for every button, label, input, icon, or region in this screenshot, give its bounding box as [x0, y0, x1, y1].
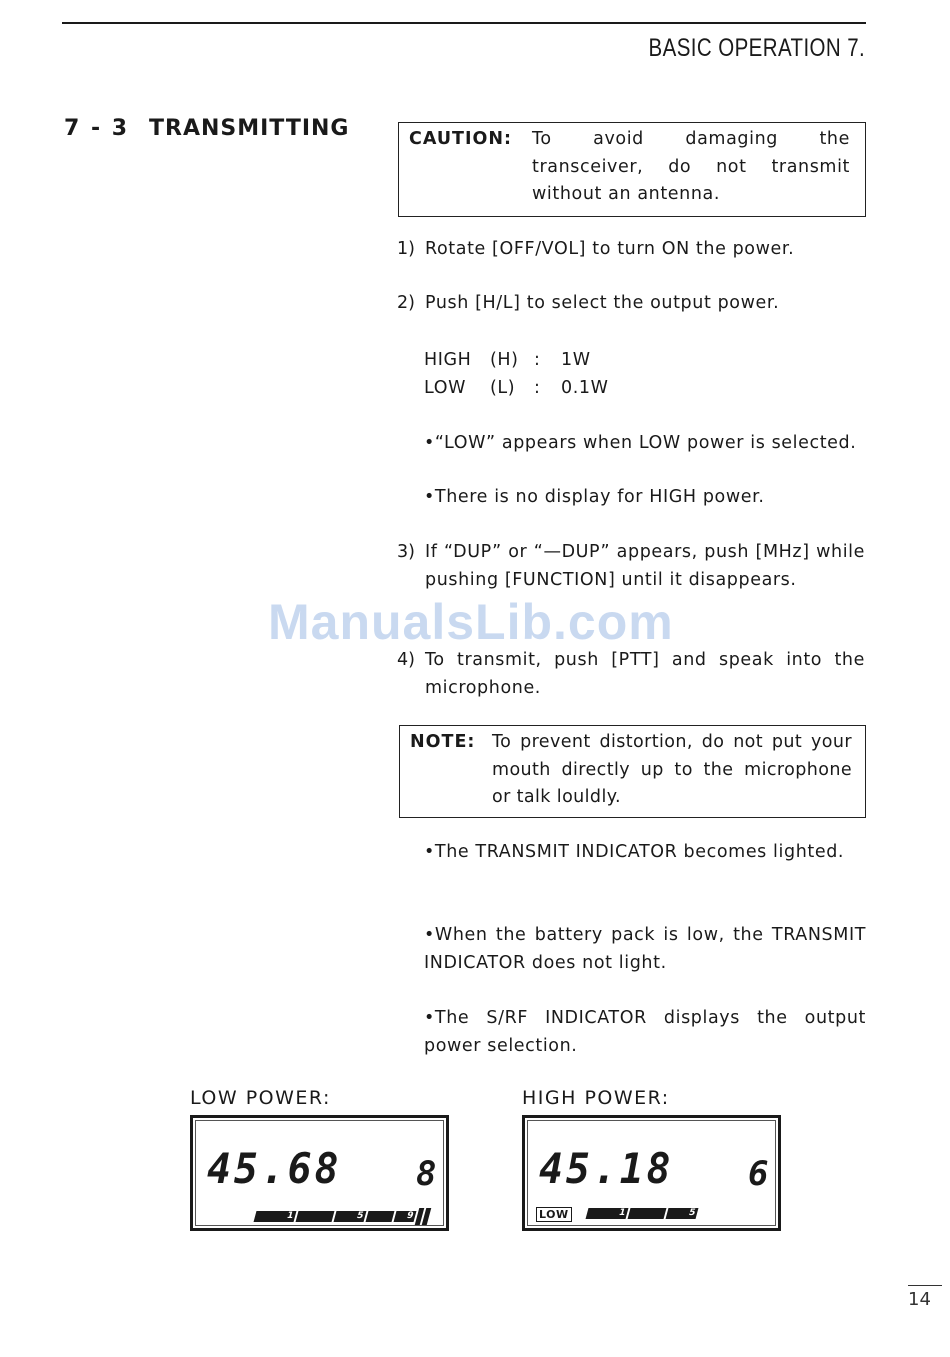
s-rf-meter: 1 5	[585, 1208, 699, 1219]
step-4-text: To transmit, push [PTT] and speak into t…	[425, 650, 865, 698]
meter-segment-5: 5	[333, 1211, 367, 1222]
power-row-low-name: LOW	[424, 378, 467, 398]
header-rule	[62, 22, 866, 24]
meter-segment-2	[295, 1211, 335, 1222]
section-number: 7 - 3	[64, 116, 130, 141]
tx-bullet-indicator: •The TRANSMIT INDICATOR becomes lighted.	[424, 842, 845, 862]
step-3-number: 3)	[397, 542, 415, 562]
power-row-high-name: HIGH	[424, 350, 472, 370]
tx-bullet-battery: •When the battery pack is low, the TRANS…	[424, 925, 866, 973]
meter-segment-1: 1	[253, 1211, 297, 1222]
low-power-badge: LOW	[536, 1207, 572, 1222]
low-power-label: LOW POWER:	[190, 1087, 331, 1109]
power-row-low-code: (L)	[490, 378, 516, 398]
step-3-text: If “DUP” or “—DUP” appears, push [MHz] w…	[425, 542, 865, 590]
page-header-title: BASIC OPERATION 7.	[648, 34, 865, 62]
note-label: NOTE:	[410, 732, 476, 752]
note-text: To prevent distortion, do not put your m…	[492, 732, 852, 807]
lcd-channel: 8	[416, 1154, 437, 1194]
page-number: 14	[908, 1289, 931, 1310]
meter-segment-6	[365, 1211, 395, 1222]
step-1-text: Rotate [OFF/VOL] to turn ON the power.	[425, 239, 795, 259]
step-2-text: Push [H/L] to select the output power.	[425, 293, 780, 313]
power-row-low-sep: :	[534, 378, 541, 398]
meter-segment-2	[627, 1208, 667, 1219]
high-power-label: HIGH POWER:	[522, 1087, 670, 1109]
power-bullet-high: •There is no display for HIGH power.	[424, 487, 765, 507]
step-1-number: 1)	[397, 239, 415, 259]
step-4-number: 4)	[397, 650, 415, 670]
lcd-frame	[195, 1120, 444, 1226]
note-box: NOTE: To prevent distortion, do not put …	[399, 725, 866, 818]
high-power-lcd: 45.18 6 LOW 1 5	[522, 1115, 781, 1231]
meter-segment-5: 5	[665, 1208, 699, 1219]
caution-text: To avoid damaging the transceiver, do no…	[532, 129, 850, 204]
page-number-rule	[908, 1285, 942, 1286]
power-row-high-sep: :	[534, 350, 541, 370]
section-title: TRANSMITTING	[149, 116, 350, 141]
s-rf-meter: 1 5 9	[253, 1208, 432, 1225]
tx-bullet-srf: •The S/RF INDICATOR displays the output …	[424, 1008, 866, 1056]
lcd-frequency: 45.68	[207, 1144, 342, 1193]
meter-segment-1: 1	[585, 1208, 629, 1219]
caution-box: CAUTION: To avoid damaging the transceiv…	[398, 122, 866, 217]
lcd-frame	[527, 1120, 776, 1226]
power-row-high-value: 1W	[561, 350, 591, 370]
power-bullet-low: •“LOW” appears when LOW power is selecte…	[424, 433, 857, 453]
watermark: ManualsLib.com	[268, 594, 674, 650]
caution-label: CAUTION:	[409, 129, 513, 149]
lcd-frequency: 45.18	[539, 1144, 674, 1193]
low-power-lcd: 45.68 8 1 5 9	[190, 1115, 449, 1231]
lcd-channel: 6	[748, 1154, 769, 1194]
power-row-low-value: 0.1W	[561, 378, 609, 398]
step-2-number: 2)	[397, 293, 415, 313]
meter-segment-9: 9	[393, 1211, 417, 1222]
power-row-high-code: (H)	[490, 350, 519, 370]
